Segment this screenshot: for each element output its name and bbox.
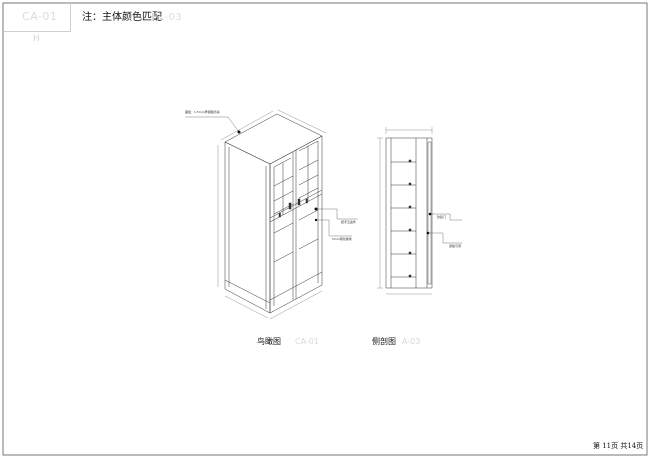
- callout-glass: 5mm钢化玻璃: [332, 237, 352, 241]
- header-note-code: PL-03: [152, 12, 183, 23]
- section-drawing: [377, 127, 433, 295]
- page-counter: 第 11页 共14页: [593, 442, 644, 450]
- iso-callouts: [185, 116, 358, 237]
- title-block: [3, 3, 71, 32]
- title-block-code: CA-01: [22, 10, 58, 23]
- cabinet-side-face: [224, 141, 271, 314]
- callout-handle: 把手五金件: [341, 220, 357, 224]
- section-outline: [385, 137, 433, 289]
- callout-top-panel: 面板：1.5mm厚钢板喷涂: [185, 110, 220, 114]
- section-callouts: [426, 212, 462, 244]
- iso-dimensions: [217, 109, 327, 320]
- cabinet-top-face: [224, 113, 323, 165]
- iso-cabinet-drawing: [217, 109, 327, 320]
- section-view-label: 侧剖图: [372, 337, 396, 346]
- door-handle-left: [288, 202, 292, 210]
- section-dimensions: [377, 127, 433, 295]
- section-view-code: A-03: [402, 337, 421, 346]
- iso-view-label: 鸟瞰图: [257, 337, 281, 346]
- sheet-border: [2, 2, 648, 456]
- door-handle-right: [297, 198, 301, 206]
- section-door: [427, 141, 432, 285]
- title-block-sub: H: [33, 34, 40, 44]
- header-note: 注：主体颜色匹配: [82, 12, 162, 23]
- callout-hinge: 铰链门: [437, 215, 447, 219]
- callout-shelf: 层板可调: [449, 244, 462, 248]
- iso-view-code: CA-01: [295, 337, 319, 346]
